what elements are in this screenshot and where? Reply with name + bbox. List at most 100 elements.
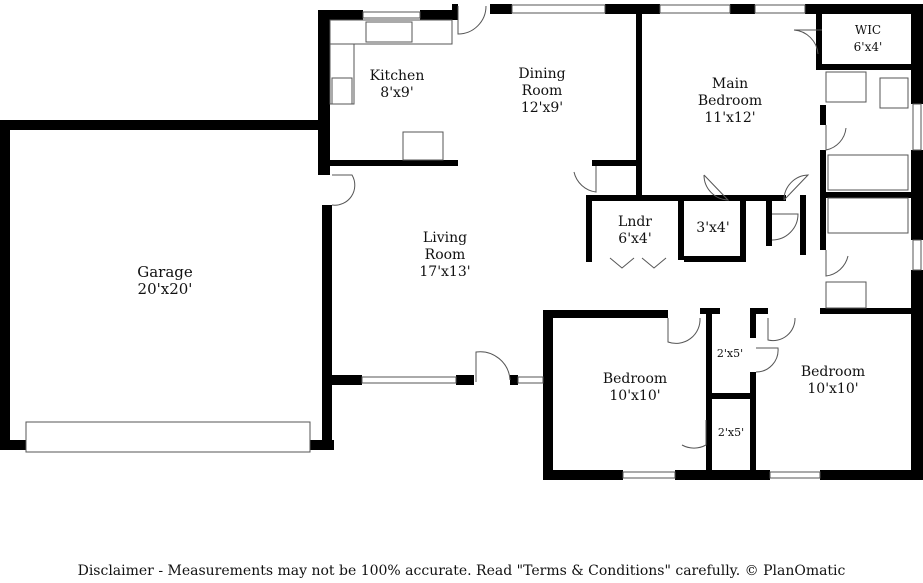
wic-size: 6'x4': [853, 40, 883, 54]
door-swing-wic: [793, 29, 822, 55]
closet-right-wall: [740, 195, 746, 262]
living-size: 17'x13': [419, 264, 471, 280]
window-kitchen: [362, 11, 421, 19]
kitchen-size: 8'x9': [380, 85, 414, 101]
bedroom-bottom-wall-3: [820, 470, 923, 480]
bedroom-left-top-wall: [543, 310, 668, 318]
window-living-2: [517, 376, 544, 384]
door-swing-kitchen-top: [457, 5, 487, 35]
garage-top-wall: [0, 120, 330, 130]
door-swing-front: [475, 351, 511, 382]
door-swing-bath-1: [825, 125, 847, 151]
bath-wall-2: [820, 150, 826, 250]
door-swing-hall-2: [783, 174, 810, 201]
room-label-bedroom-left: Bedroom 10'x10': [580, 371, 690, 405]
garage-size: 20'x20': [137, 280, 193, 298]
room-label-closet-upper: 2'x5': [711, 345, 749, 362]
closets-right-wall-2: [750, 372, 756, 480]
dining-closet-wall: [592, 160, 640, 166]
interior-walls: [330, 10, 923, 480]
main-bedroom-name-1: Main: [711, 76, 749, 92]
toilet-1: [879, 77, 909, 109]
wic-name: WIC: [854, 23, 882, 37]
door-swing-hall-1: [703, 174, 730, 201]
window-bedroom-left: [622, 471, 676, 479]
disclaimer-text: Disclaimer - Measurements may not be 100…: [77, 563, 846, 579]
doors: [331, 5, 849, 449]
dining-name-2: Room: [521, 83, 563, 99]
door-swing-dining-closet: [573, 166, 597, 193]
house-top-wall-6: [730, 4, 755, 14]
kitchen-name: Kitchen: [369, 68, 425, 84]
room-label-dining: Dining Room 12'x9': [492, 66, 592, 117]
closet-lower-size: 2'x5': [717, 426, 745, 439]
house-right-wall-3: [911, 270, 923, 480]
bedroom-right-name: Bedroom: [800, 364, 866, 380]
door-swing-bedroom-right: [767, 317, 796, 342]
bath-vanity-2: [825, 281, 867, 309]
living-name-1: Living: [422, 230, 468, 246]
closet-bottom-wall: [684, 256, 740, 262]
door-swing-closet-upper: [755, 347, 779, 373]
door-laundry-bifold: [609, 257, 667, 269]
exterior-walls: [0, 4, 923, 480]
bedroom-left-size: 10'x10': [609, 388, 661, 404]
laundry-size: 6'x4': [618, 231, 652, 247]
laundry-top-wall: [586, 195, 786, 201]
kitchen-island: [402, 131, 444, 161]
closet-right-wall-2: [766, 196, 772, 246]
house-top-wall-3: [452, 4, 458, 20]
door-swing-bath-2: [825, 250, 849, 277]
window-dining: [511, 4, 606, 14]
room-label-kitchen: Kitchen 8'x9': [352, 68, 442, 102]
bedroom-left-left-wall: [543, 310, 553, 480]
window-living: [361, 376, 457, 384]
garage-bottom-left-wall: [0, 440, 26, 450]
bedroom-right-top-wall-1: [750, 308, 768, 314]
house-top-wall-4: [490, 4, 512, 14]
fixtures: [329, 19, 909, 309]
kitchen-dining-wall: [636, 10, 642, 198]
window-main-bedroom-1: [659, 4, 731, 14]
garage-house-wall-lower: [322, 205, 332, 450]
room-label-bedroom-right: Bedroom 10'x10': [778, 364, 888, 398]
closets-right-wall: [750, 308, 756, 338]
room-label-garage: Garage 20'x20': [110, 264, 220, 298]
main-bedroom-right-wall: [816, 10, 822, 70]
living-name-2: Room: [424, 247, 466, 263]
room-label-closet-lower: 2'x5': [711, 424, 751, 441]
window-bath-2: [912, 239, 922, 271]
garage-door: [25, 421, 311, 453]
house-top-wall-5: [605, 4, 660, 14]
hall-right-wall: [800, 195, 806, 255]
window-bedroom-right: [769, 471, 821, 479]
bathtub-1: [827, 154, 909, 191]
bedroom-bottom-wall-1: [543, 470, 623, 480]
laundry-right-wall: [678, 195, 684, 260]
house-right-wall-1: [911, 4, 923, 104]
bath-vanity-1: [825, 71, 867, 103]
laundry-left-wall: [586, 195, 592, 260]
bedroom-bottom-wall-2: [675, 470, 770, 480]
closet-upper-size: 2'x5': [716, 347, 744, 360]
kitchen-stove: [331, 77, 353, 105]
room-label-laundry: Lndr 6'x4': [597, 214, 673, 248]
garage-name: Garage: [137, 263, 193, 281]
house-top-wall-7: [805, 4, 923, 14]
closet-small-size: 3'x4': [696, 220, 730, 236]
main-bedroom-size: 11'x12': [704, 110, 756, 126]
kitchen-sink: [365, 21, 413, 43]
window-bath-1: [912, 103, 922, 151]
house-left-wall-upper: [318, 10, 330, 175]
bath-wall-1: [820, 105, 826, 125]
room-label-main-bedroom: Main Bedroom 11'x12': [680, 76, 780, 127]
dining-name-1: Dining: [518, 66, 566, 82]
house-top-wall-2: [420, 10, 452, 20]
door-swing-garage: [331, 174, 356, 206]
living-bottom-wall-2: [456, 375, 474, 385]
kitchen-bottom-wall: [330, 160, 458, 166]
house-top-wall-1: [318, 10, 363, 20]
windows: [25, 4, 922, 479]
room-label-living: Living Room 17'x13': [395, 230, 495, 281]
